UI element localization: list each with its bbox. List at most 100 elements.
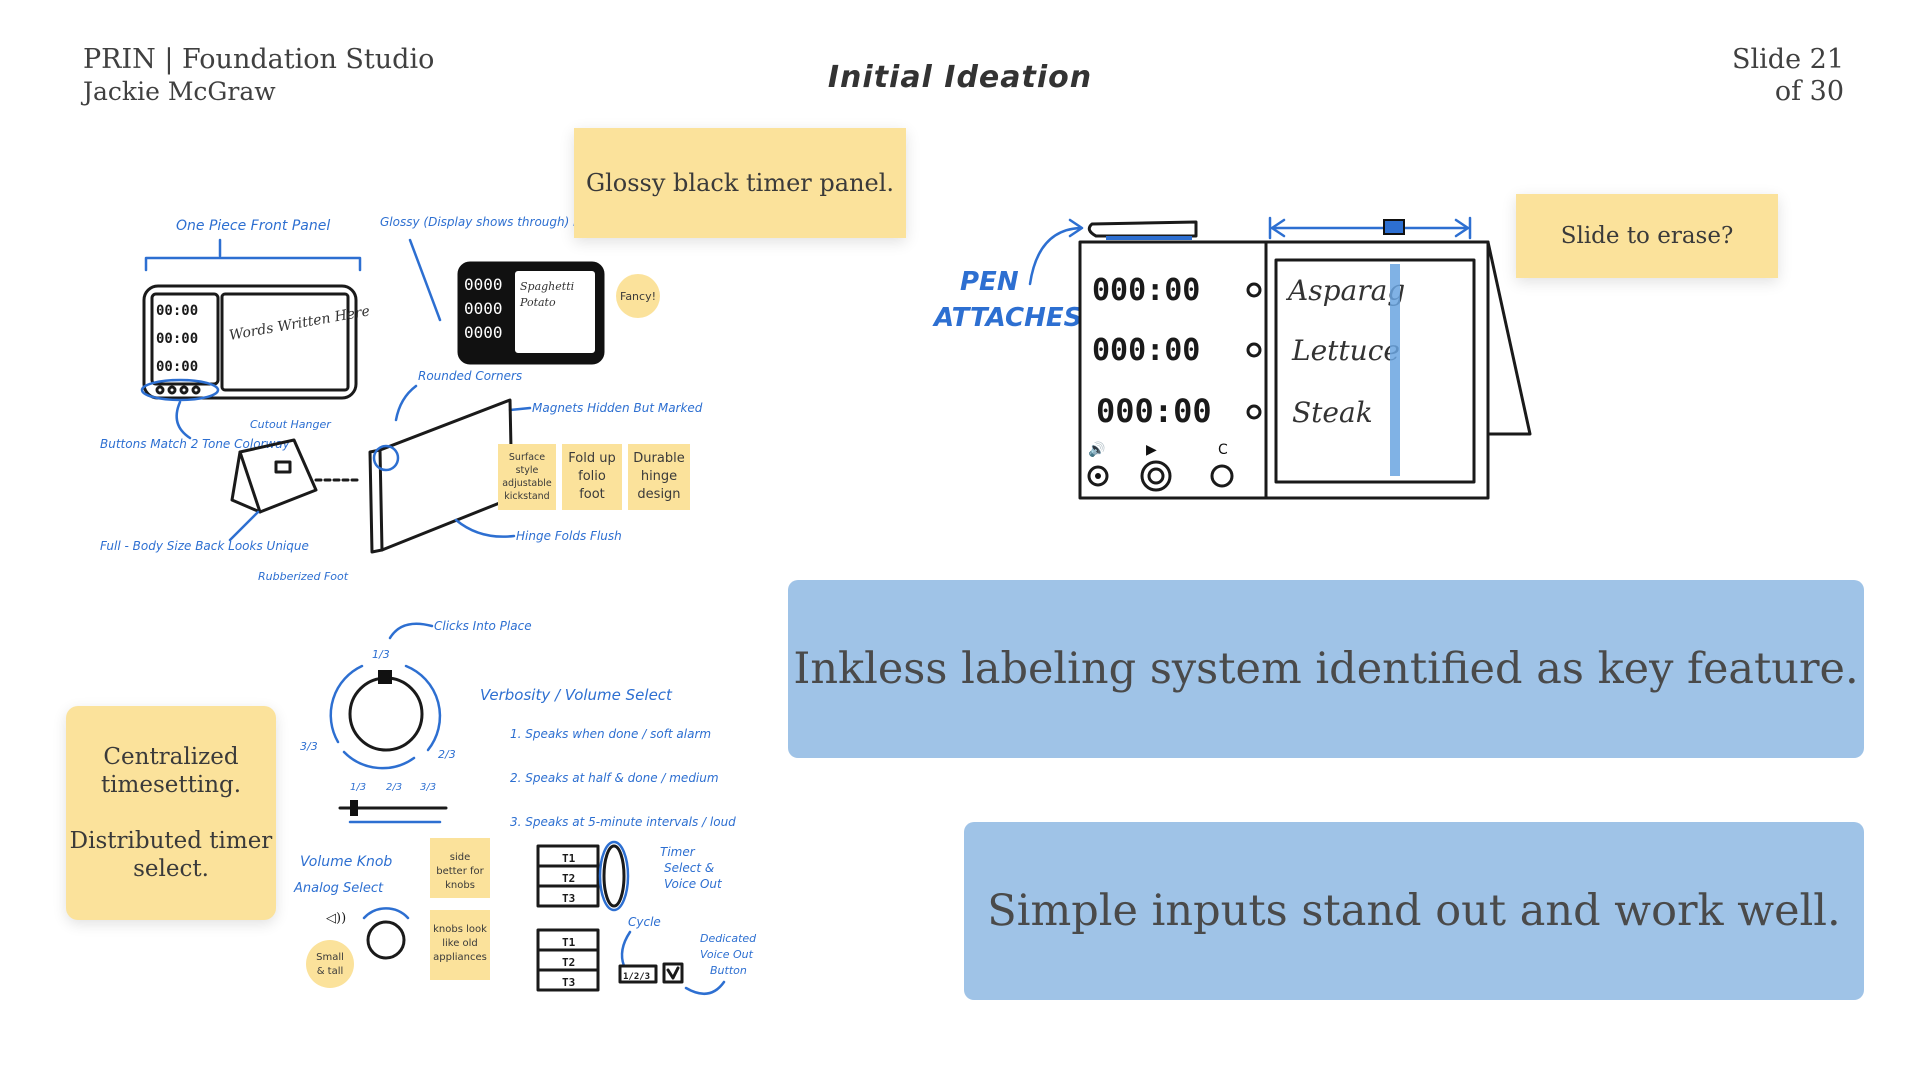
slide-title: Initial Ideation [827, 60, 1093, 95]
button-1 [1087, 465, 1109, 487]
verbosity-option-3: 3. Speaks at 5-minute intervals / loud [510, 815, 736, 829]
svg-text:style: style [516, 465, 539, 476]
speaker-low-icon: ◁)) [326, 911, 346, 926]
svg-text:Fancy!: Fancy! [620, 290, 656, 303]
dial-knob [348, 676, 424, 752]
slider-handle [350, 800, 358, 816]
note-timesetting: Centralized timesetting. Distributed tim… [66, 706, 276, 920]
timer-digits-3: 000:00 [1096, 392, 1212, 430]
sticky-fold-folio [562, 444, 622, 510]
timer-digits-1: 000:00 [1092, 273, 1200, 308]
label-3-3: 3/3 [300, 740, 318, 753]
svg-text:folio: folio [578, 469, 606, 484]
button-3 [1210, 464, 1234, 488]
svg-text:Fold up: Fold up [568, 451, 615, 466]
speaker-icon: 🔊 [1088, 440, 1105, 458]
front-digits-2: 00:00 [156, 331, 198, 347]
sticky-fancy [616, 274, 660, 318]
callout-simple-inputs: Simple inputs stand out and work well. [964, 822, 1864, 1000]
svg-text:kickstand: kickstand [504, 491, 549, 502]
svg-text:T2: T2 [562, 956, 575, 969]
label-verbosity: Verbosity / Volume Select [480, 686, 673, 704]
dial-marker [378, 670, 392, 684]
course-info: PRIN | Foundation Studio Jackie McGraw [83, 44, 434, 108]
svg-text:T1: T1 [562, 852, 576, 865]
timer-select-buttons [602, 844, 626, 908]
kickstand [1486, 240, 1532, 436]
svg-text:T3: T3 [562, 892, 575, 905]
pen-timer-sketch: PEN ATTACHES 000:00 000:00 000:00 Aspara… [932, 216, 1532, 500]
svg-text:Button: Button [710, 964, 747, 977]
sticky-durable-hinge [628, 444, 690, 510]
svg-text:adjustable: adjustable [502, 478, 552, 489]
sticky-small-tall [306, 940, 354, 988]
svg-text:side: side [450, 852, 471, 863]
timer-stack-1 [536, 844, 600, 908]
sticky-surface-kickstand [498, 444, 556, 510]
writing-panel [1274, 258, 1476, 484]
front-panel-display [150, 292, 220, 386]
label-hinge: Hinge Folds Flush [516, 529, 622, 543]
label-1-3: 1/3 [372, 648, 390, 661]
play-icon: ▶ [1146, 442, 1157, 458]
hanger-cutout [274, 460, 292, 474]
svg-text:better for: better for [436, 866, 484, 877]
note-glossy-panel: Glossy black timer panel. [574, 128, 906, 238]
list-potato: Potato [519, 296, 556, 309]
list-spaghetti: Spaghetti [520, 280, 574, 293]
svg-text:3/3: 3/3 [420, 782, 436, 793]
svg-text:1/2/3: 1/2/3 [623, 972, 650, 982]
label-attaches: ATTACHES [932, 303, 1082, 333]
cycle-button [618, 964, 658, 984]
label-2-3: 2/3 [438, 748, 456, 761]
arrow-glossy [408, 238, 442, 322]
front-digits-3: 00:00 [156, 359, 198, 375]
note-slide-erase: Slide to erase? [1516, 194, 1778, 278]
knob-controls-sketch: Clicks Into Place 1/3 3/3 2/3 1/3 2/3 3/… [293, 619, 757, 995]
list-item-3: Steak [1292, 396, 1373, 429]
label-foot: Rubberized Foot [258, 570, 349, 583]
back-device [238, 438, 318, 514]
label-buttons-match: Buttons Match 2 Tone Colorway [100, 437, 291, 451]
label-full-body: Full - Body Size Back Looks Unique [100, 539, 309, 553]
glossy-writing-area [513, 269, 597, 355]
list-item-2: Lettuce [1291, 334, 1400, 367]
brace-front-panel [144, 256, 362, 272]
erase-strip [1390, 264, 1400, 476]
side-device [378, 398, 514, 552]
svg-text:design: design [637, 487, 680, 502]
svg-text:2/3: 2/3 [386, 782, 402, 793]
timer-concept-sketch: One Piece Front Panel Glossy (Display sh… [100, 215, 703, 583]
svg-text:Surface: Surface [509, 452, 545, 463]
note-distributed: Distributed timer select. [69, 828, 273, 882]
svg-text:Durable: Durable [633, 451, 684, 466]
glossy-digits-1: 0000 [464, 275, 503, 294]
course-title: PRIN | Foundation Studio [83, 44, 435, 75]
label-clicks: Clicks Into Place [434, 619, 532, 633]
svg-text:Select &: Select & [664, 861, 714, 875]
svg-text:T2: T2 [562, 872, 575, 885]
svg-text:Small: Small [316, 952, 344, 963]
pen [1087, 220, 1198, 238]
svg-text:Voice Out: Voice Out [700, 948, 754, 961]
voice-out-button [662, 962, 684, 984]
slide-counter: Slide 21 of 30 [1732, 44, 1844, 108]
buttons-highlight [140, 378, 220, 402]
label-analog-select: Analog Select [293, 881, 384, 896]
timer-stack-2 [536, 928, 600, 992]
sticky-side-knobs [430, 838, 490, 898]
label-magnets: Magnets Hidden But Marked [532, 401, 703, 415]
slide-total: of 30 [1774, 76, 1844, 107]
arrow-pen [1028, 226, 1082, 286]
timer-device [1078, 240, 1490, 500]
svg-text:Voice Out: Voice Out [664, 877, 723, 891]
c-label: C [1218, 442, 1228, 458]
glossy-digits-3: 0000 [464, 323, 503, 342]
label-rounded: Rounded Corners [418, 369, 522, 383]
list-item-1: Asparag [1285, 274, 1405, 307]
label-cycle: Cycle [628, 915, 661, 929]
front-panel-device [142, 284, 358, 400]
svg-text:hinge: hinge [641, 469, 677, 484]
svg-text:knobs look: knobs look [433, 924, 487, 935]
verbosity-option-2: 2. Speaks at half & done / medium [510, 771, 719, 785]
